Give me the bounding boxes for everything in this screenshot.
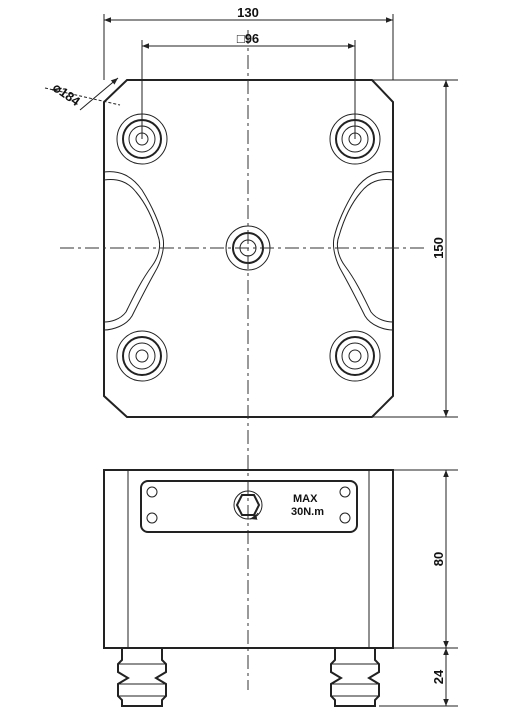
corner-hole-bottom-left [116, 330, 168, 382]
top-view [60, 30, 425, 690]
top-view-inner-profile [103, 179, 161, 323]
top-view-inner-edge-left [103, 171, 164, 331]
top-view-inner-edge-right [333, 171, 394, 331]
dim-hole-pitch: □96 [141, 31, 356, 139]
torque-plate: MAX 30N.m [140, 480, 358, 533]
torque-plate-line1: MAX [293, 493, 318, 505]
dim-label-pin-height: 24 [431, 669, 446, 684]
top-view-inner-profile-right [336, 179, 394, 323]
dim-bolt-circle: ⌀184 [44, 77, 121, 111]
locating-pin-left [117, 648, 167, 707]
dim-overall-depth: 150 [372, 79, 458, 418]
dim-label-overall-width: 130 [237, 5, 259, 20]
front-view: MAX 30N.m [103, 469, 394, 707]
dim-overall-width: 130 [103, 5, 394, 80]
locating-pin-right [330, 648, 380, 707]
hex-drive-icon [233, 490, 263, 520]
front-view-body [103, 469, 394, 649]
dim-pin-height: 24 [379, 648, 458, 707]
dim-label-bolt-circle: ⌀184 [50, 80, 83, 110]
dim-label-overall-depth: 150 [431, 237, 446, 259]
corner-hole-bottom-right [329, 330, 381, 382]
torque-plate-line2: 30N.m [291, 506, 324, 518]
dim-label-body-height: 80 [431, 552, 446, 566]
dim-label-hole-pitch: □96 [237, 31, 259, 46]
dim-body-height: 80 [393, 469, 458, 649]
